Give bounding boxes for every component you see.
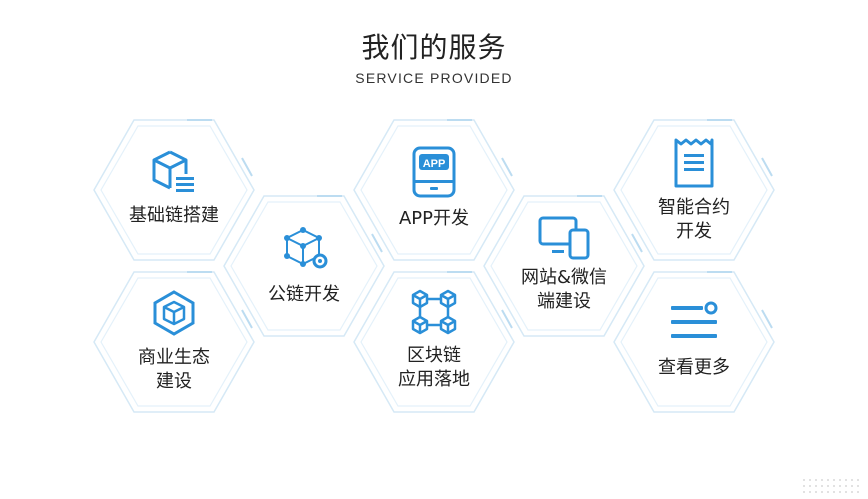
service-tile-blockchain-application[interactable]: 区块链 应用落地 [352, 270, 516, 414]
page-subtitle: SERVICE PROVIDED [355, 70, 513, 86]
network-cube-gear-icon [284, 227, 328, 269]
service-label: 区块链 [407, 345, 461, 366]
service-tile-base-chain[interactable]: 基础链搭建 [92, 118, 256, 262]
menu-lines-icon [671, 301, 718, 338]
monitor-phone-icon [538, 216, 590, 260]
service-label: 网站&微信 [520, 267, 608, 288]
service-label-line2: 建设 [156, 371, 192, 392]
service-label: 查看更多 [658, 357, 730, 378]
hexagon-cube-icon [153, 290, 195, 336]
decorative-dots [803, 479, 859, 493]
service-tile-public-chain[interactable]: 公链开发 [222, 194, 386, 338]
service-label-line2: 端建设 [537, 291, 591, 312]
service-label: APP开发 [398, 208, 470, 229]
view-more-tile[interactable]: 查看更多 [612, 270, 776, 414]
cube-list-icon [152, 150, 194, 192]
svg-text:APP: APP [423, 158, 446, 170]
service-tile-smart-contract[interactable]: 智能合约 开发 [612, 118, 776, 262]
service-label-line2: 应用落地 [398, 369, 470, 390]
service-label: 基础链搭建 [129, 205, 219, 226]
service-tile-website-wechat[interactable]: 网站&微信 端建设 [482, 194, 646, 338]
page-title: 我们的服务 [361, 31, 507, 64]
linked-cubes-icon [411, 289, 457, 335]
receipt-icon [674, 138, 714, 188]
app-phone-icon: APP [412, 146, 456, 198]
service-tile-business-ecosystem[interactable]: 商业生态 建设 [92, 270, 256, 414]
service-label-line2: 开发 [676, 221, 712, 242]
service-tile-app[interactable]: APP APP开发 [352, 118, 516, 262]
service-label: 商业生态 [138, 347, 210, 368]
service-label: 智能合约 [658, 197, 730, 218]
service-label: 公链开发 [268, 284, 340, 305]
